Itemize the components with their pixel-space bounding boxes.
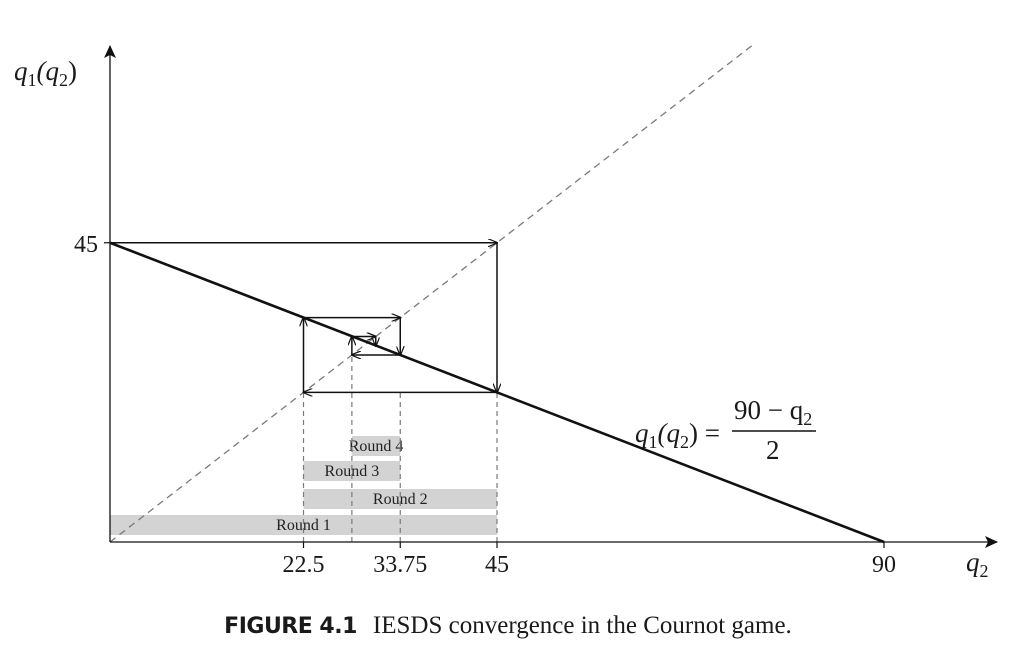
figure-caption-text: IESDS convergence in the Cournot game. bbox=[372, 612, 792, 639]
round-label-4: Round 4 bbox=[349, 438, 404, 455]
round-bar-3 bbox=[303, 461, 401, 481]
equation-lhs: q1(q2) = bbox=[635, 418, 720, 452]
figure-number: FIGURE 4.1 bbox=[224, 614, 357, 639]
forty-five-degree-line bbox=[109, 42, 756, 543]
x-tick-label-2: 45 bbox=[485, 552, 509, 578]
y-tick-label-0: 45 bbox=[74, 232, 98, 258]
guide-lines bbox=[302, 354, 498, 542]
axis-ticks: 22.5 33.75 45 90 45 bbox=[74, 232, 896, 578]
y-axis-label: q1(q2) bbox=[14, 56, 77, 90]
round-label-3: Round 3 bbox=[325, 463, 380, 480]
equation-numerator: 90 − q2 bbox=[734, 395, 812, 429]
iesds-figure: Round 1 Round 2 Round 3 Round 4 22.5 33.75 45… bbox=[14, 42, 998, 581]
x-tick-label-1: 33.75 bbox=[373, 552, 427, 578]
best-response-equation: q1(q2) = 90 − q2 2 bbox=[635, 395, 816, 465]
equation-denominator: 2 bbox=[766, 435, 780, 465]
x-tick-label-3: 90 bbox=[872, 552, 896, 578]
x-tick-label-0: 22.5 bbox=[283, 552, 325, 578]
figure-caption: FIGURE 4.1 IESDS convergence in the Courn… bbox=[0, 612, 1016, 640]
cobweb-arrows bbox=[110, 243, 497, 393]
round-bar-4 bbox=[351, 436, 401, 456]
round-label-2: Round 2 bbox=[373, 491, 428, 508]
round-label-1: Round 1 bbox=[276, 517, 331, 534]
x-axis-label: q2 bbox=[966, 547, 989, 581]
